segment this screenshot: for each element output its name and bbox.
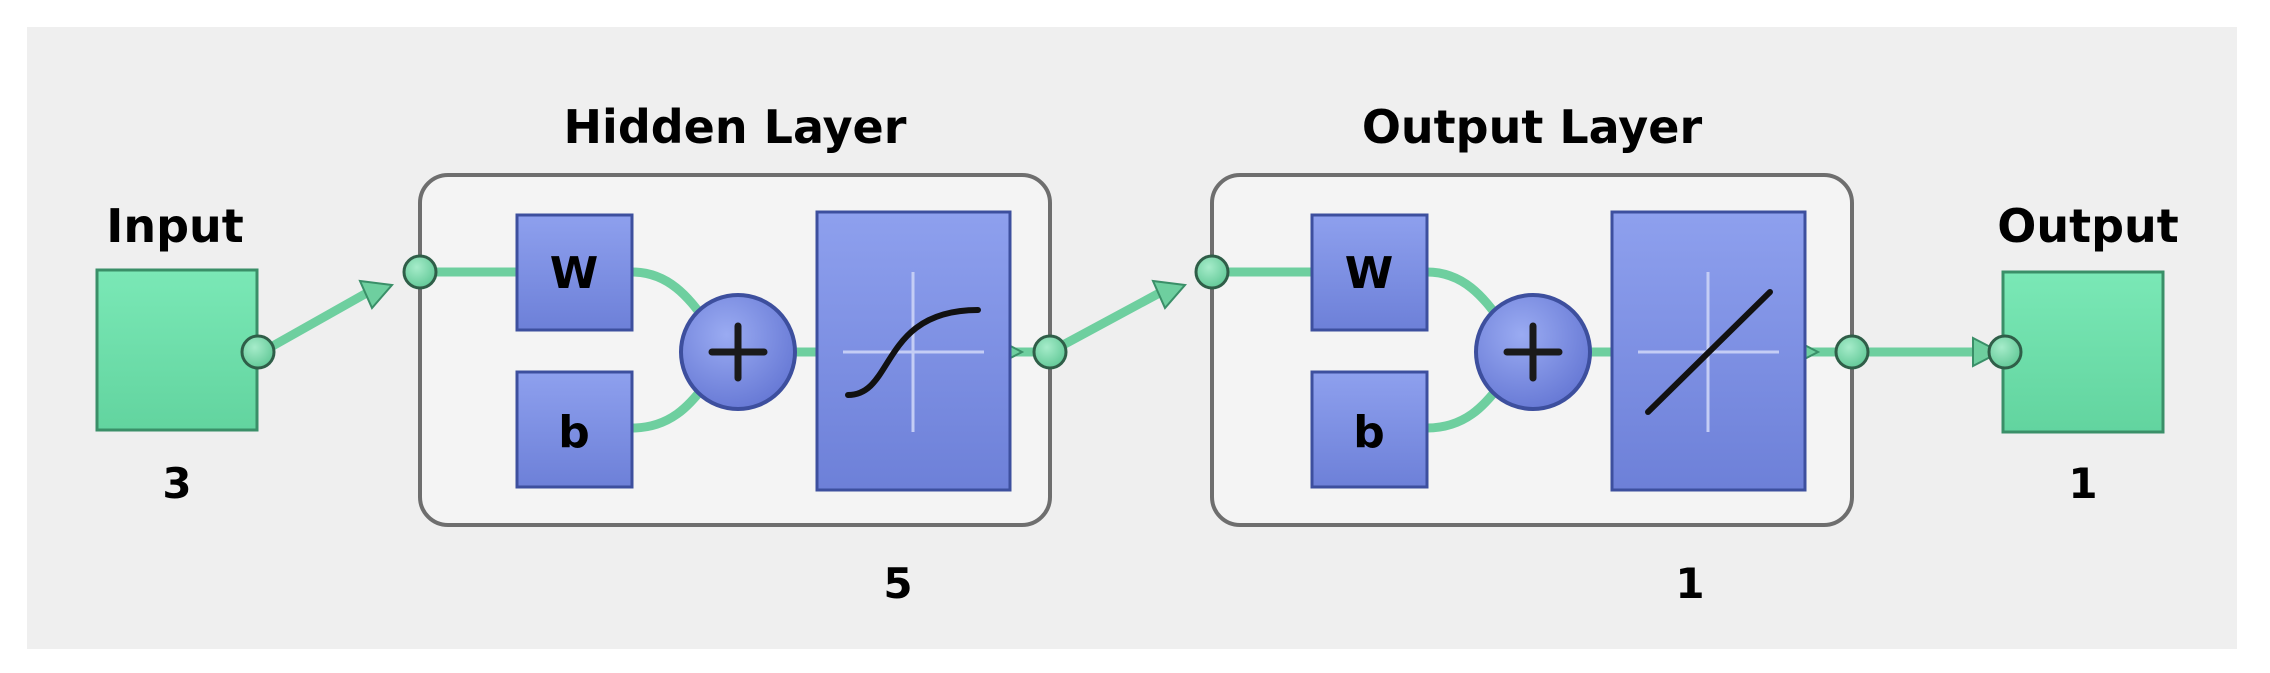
output-transfer-block bbox=[1610, 210, 1807, 492]
output-size: 1 bbox=[2068, 459, 2097, 508]
input-label: Input bbox=[106, 199, 244, 253]
connector-input-hidden bbox=[257, 285, 377, 357]
arrow-icon bbox=[1151, 279, 1187, 310]
hidden-exit-node bbox=[1032, 334, 1068, 370]
output-bias-label: b bbox=[1353, 407, 1385, 458]
hidden-layer-title: Hidden Layer bbox=[564, 100, 907, 154]
output-layer-size: 1 bbox=[1675, 559, 1704, 608]
output-bias-block bbox=[1310, 370, 1429, 489]
output-layer-entry-node bbox=[1194, 254, 1230, 290]
plus-icon bbox=[1503, 322, 1563, 382]
tansig-curve-icon bbox=[843, 272, 984, 432]
output-label: Output bbox=[1997, 199, 2179, 253]
hidden-entry-node bbox=[402, 254, 438, 290]
output-weight-block bbox=[1310, 213, 1429, 332]
output-weight-label: W bbox=[1345, 248, 1394, 299]
plus-icon bbox=[708, 322, 768, 382]
hidden-transfer-block bbox=[815, 210, 1012, 492]
input-terminal bbox=[95, 268, 259, 432]
hidden-bias-label: b bbox=[558, 407, 590, 458]
arrow-icon bbox=[1972, 336, 2003, 368]
purelin-line-icon bbox=[1638, 272, 1779, 432]
output-terminal bbox=[2001, 270, 2165, 434]
output-layer-exit-node bbox=[1834, 334, 1870, 370]
output-layer-title: Output Layer bbox=[1362, 100, 1703, 154]
input-port-node bbox=[240, 334, 276, 370]
diagram-panel bbox=[27, 27, 2237, 649]
hidden-sum-node bbox=[679, 293, 797, 411]
output-port-node bbox=[1987, 334, 2023, 370]
connector-hidden-output bbox=[1045, 285, 1170, 357]
hidden-weight-block bbox=[515, 213, 634, 332]
arrow-icon bbox=[358, 279, 394, 310]
hidden-layer-size: 5 bbox=[883, 559, 912, 608]
hidden-bias-block bbox=[515, 370, 634, 489]
input-size: 3 bbox=[162, 459, 191, 508]
output-sum-node bbox=[1474, 293, 1592, 411]
hidden-weight-label: W bbox=[550, 248, 599, 299]
